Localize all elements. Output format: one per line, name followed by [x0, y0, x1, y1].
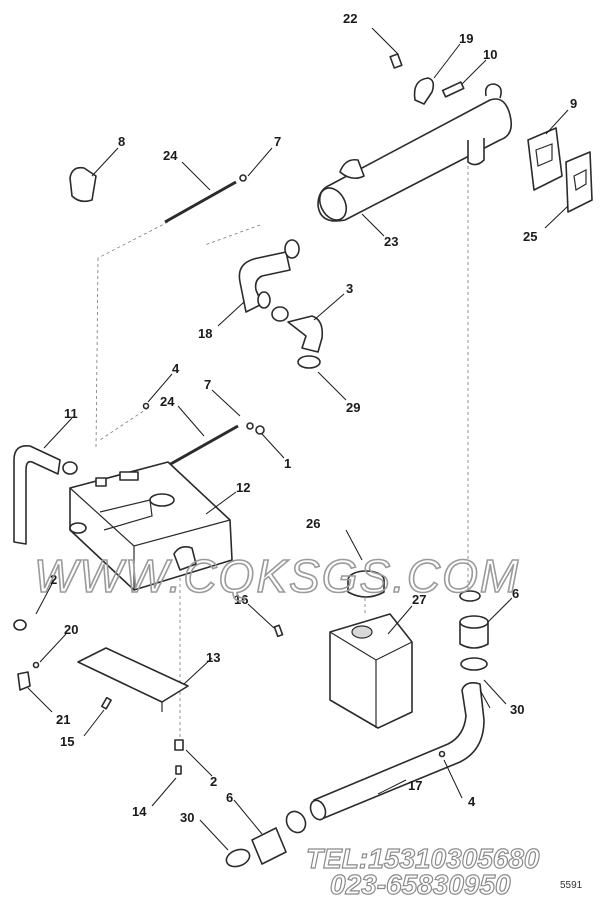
callout-30-right: 30	[510, 702, 524, 717]
part-13-plate	[77, 647, 189, 712]
callout-29: 29	[346, 400, 360, 415]
callout-21: 21	[56, 712, 70, 727]
watermark-tel: TEL:15310305680	[306, 843, 540, 874]
part-29-clamp	[297, 355, 321, 369]
callout-10: 10	[483, 47, 497, 62]
part-24-rod-upper	[164, 174, 247, 224]
part-30-clamp-lower	[225, 848, 251, 868]
callout-18: 18	[198, 326, 212, 341]
callout-8: 8	[118, 134, 125, 149]
part-26-cap	[347, 570, 385, 598]
callout-7-lower: 7	[204, 377, 211, 392]
callout-6-right: 6	[512, 586, 519, 601]
callout-22: 22	[343, 11, 357, 26]
part-23-tank-pipe	[317, 83, 513, 222]
part-6-coupling-lower	[251, 810, 307, 865]
callout-17: 17	[408, 778, 422, 793]
part-4-plug-upper	[142, 402, 150, 410]
part-16-screw	[273, 624, 284, 638]
part-18-elbow-hose	[238, 239, 300, 313]
watermark-site: WWW.CQKSGS.COM	[34, 550, 520, 602]
callout-13: 13	[206, 650, 220, 665]
corner-code: 5591	[560, 880, 583, 891]
callout-4-upper: 4	[172, 361, 180, 376]
part-25-bracket	[565, 151, 593, 213]
part-10-pin	[441, 81, 465, 98]
callout-30-lower: 30	[180, 810, 194, 825]
part-14-plug	[175, 765, 182, 775]
part-2-clamp-left	[13, 619, 27, 631]
callout-2-left: 2	[50, 572, 57, 587]
part-20-plug	[32, 661, 40, 669]
callout-11: 11	[64, 406, 78, 421]
watermark-phone: 023-65830950	[330, 869, 511, 900]
callout-24-lower: 24	[160, 394, 175, 409]
callout-1: 1	[284, 456, 291, 471]
callout-3: 3	[346, 281, 353, 296]
callout-6-lower: 6	[226, 790, 233, 805]
part-27-reservoir	[329, 613, 413, 729]
part-30-clamp-right	[460, 657, 488, 671]
callout-12: 12	[236, 480, 250, 495]
callout-20: 20	[64, 622, 78, 637]
callout-16: 16	[234, 592, 248, 607]
part-19-clamp	[413, 77, 435, 105]
callout-9: 9	[570, 96, 577, 111]
callout-7-upper: 7	[274, 134, 281, 149]
part-17-pipe	[309, 682, 485, 821]
part-21-fitting	[17, 671, 31, 691]
callout-25: 25	[523, 229, 537, 244]
callout-4-lower: 4	[468, 794, 476, 809]
part-11-hose	[13, 444, 78, 545]
callout-labels: 22 19 10 9 25 8 24 7 23 18 3 29 4 7 24 1…	[50, 11, 577, 825]
callout-15: 15	[60, 734, 74, 749]
callout-24-upper: 24	[163, 148, 178, 163]
part-12-tank	[69, 461, 233, 591]
part-22-bolt	[389, 53, 403, 69]
leader-lines	[27, 27, 569, 851]
part-2-plug	[174, 739, 184, 751]
alignment-lines	[95, 160, 469, 740]
part-24-rod-lower	[159, 422, 265, 472]
callout-19: 19	[459, 31, 473, 46]
callout-2-lower: 2	[210, 774, 217, 789]
part-15-screw	[100, 696, 112, 710]
part-3-elbow	[271, 306, 324, 353]
callout-26: 26	[306, 516, 320, 531]
callout-23: 23	[384, 234, 398, 249]
part-8-cap	[69, 166, 97, 203]
callout-14: 14	[132, 804, 147, 819]
callout-27: 27	[412, 592, 426, 607]
part-9-bracket	[527, 127, 563, 191]
